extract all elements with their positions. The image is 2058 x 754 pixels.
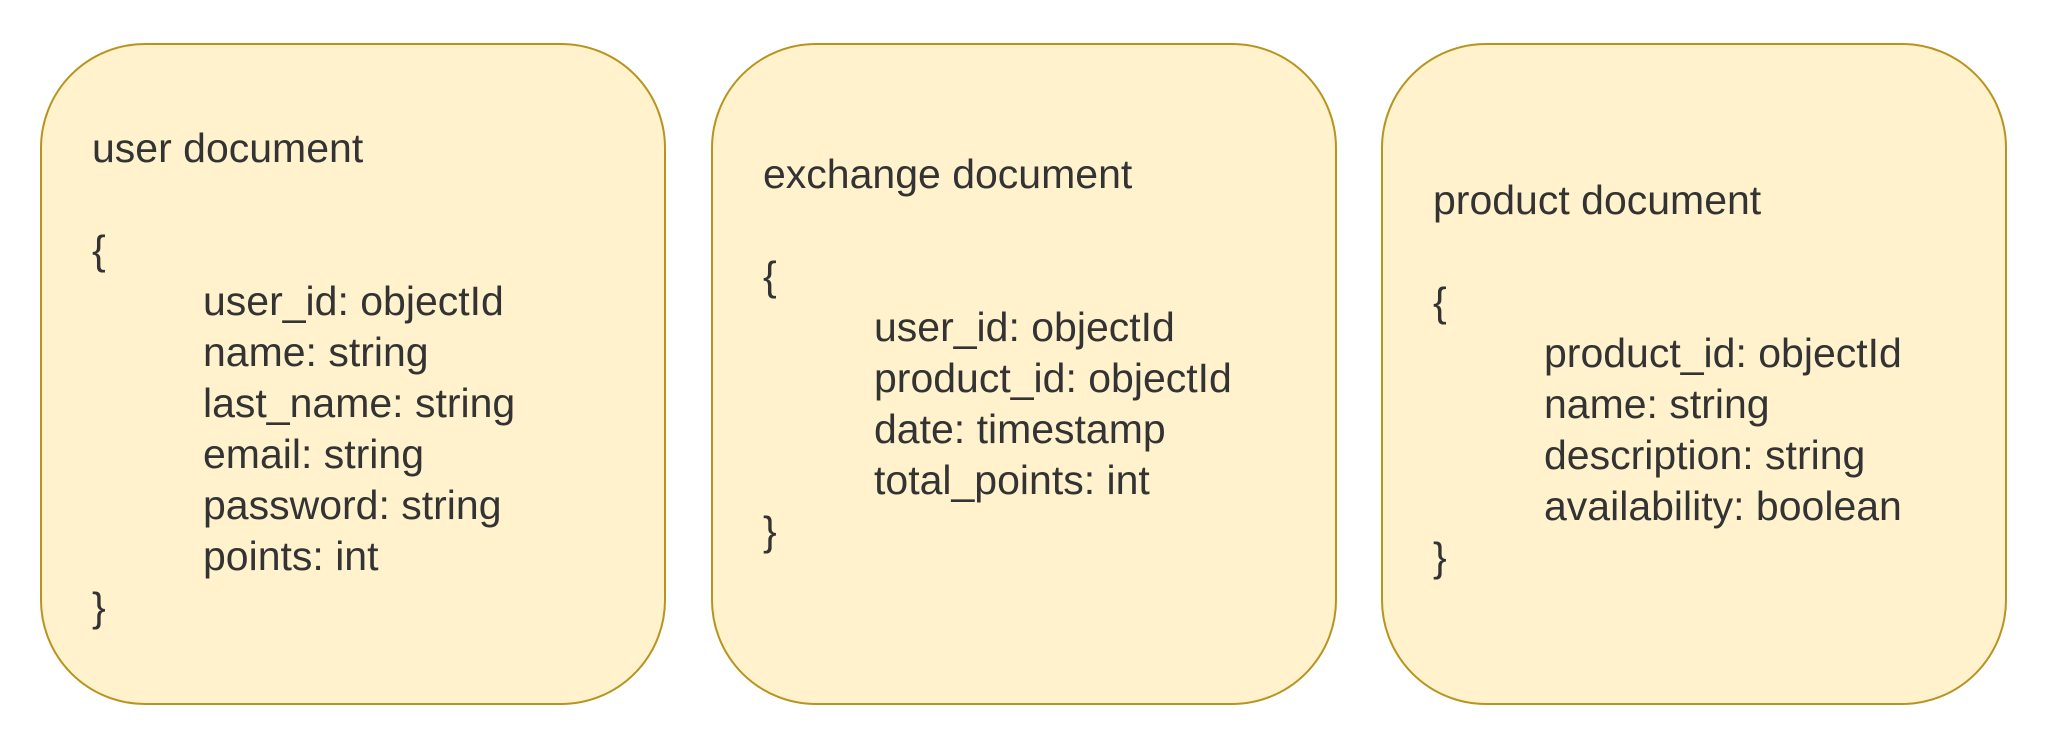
field-name: name: string	[203, 329, 429, 375]
field-total-points: total_points: int	[874, 457, 1150, 503]
field-user-id: user_id: objectId	[203, 278, 504, 324]
open-brace: {	[92, 227, 106, 273]
exchange-document-card: exchange document { user_id: objectId pr…	[711, 43, 1337, 705]
user-document-card: user document { user_id: objectId name: …	[40, 43, 666, 705]
field-last-name: last_name: string	[203, 380, 516, 426]
field-product-id: product_id: objectId	[1544, 330, 1902, 376]
field-name: name: string	[1544, 381, 1770, 427]
product-document-card: product document { product_id: objectId …	[1381, 43, 2007, 705]
field-email: email: string	[203, 431, 425, 477]
close-brace: }	[92, 584, 106, 630]
user-document-body: user document { user_id: objectId name: …	[92, 123, 515, 633]
field-points: points: int	[203, 533, 379, 579]
field-date: date: timestamp	[874, 406, 1166, 452]
product-document-fields: product_id: objectId name: string descri…	[1433, 328, 1902, 532]
open-brace: {	[763, 253, 777, 299]
spacer	[1433, 226, 1902, 277]
exchange-document-title: exchange document	[763, 151, 1133, 197]
field-user-id: user_id: objectId	[874, 304, 1175, 350]
exchange-document-body: exchange document { user_id: objectId pr…	[763, 149, 1232, 557]
open-brace: {	[1433, 279, 1447, 325]
product-document-title: product document	[1433, 177, 1762, 223]
spacer	[92, 174, 515, 225]
close-brace: }	[763, 508, 777, 554]
field-availability: availability: boolean	[1544, 483, 1902, 529]
field-password: password: string	[203, 482, 502, 528]
spacer	[763, 200, 1232, 251]
close-brace: }	[1433, 534, 1447, 580]
user-document-fields: user_id: objectId name: string last_name…	[92, 276, 515, 582]
field-description: description: string	[1544, 432, 1866, 478]
user-document-title: user document	[92, 125, 364, 171]
exchange-document-fields: user_id: objectId product_id: objectId d…	[763, 302, 1232, 506]
product-document-body: product document { product_id: objectId …	[1433, 175, 1902, 583]
field-product-id: product_id: objectId	[874, 355, 1232, 401]
